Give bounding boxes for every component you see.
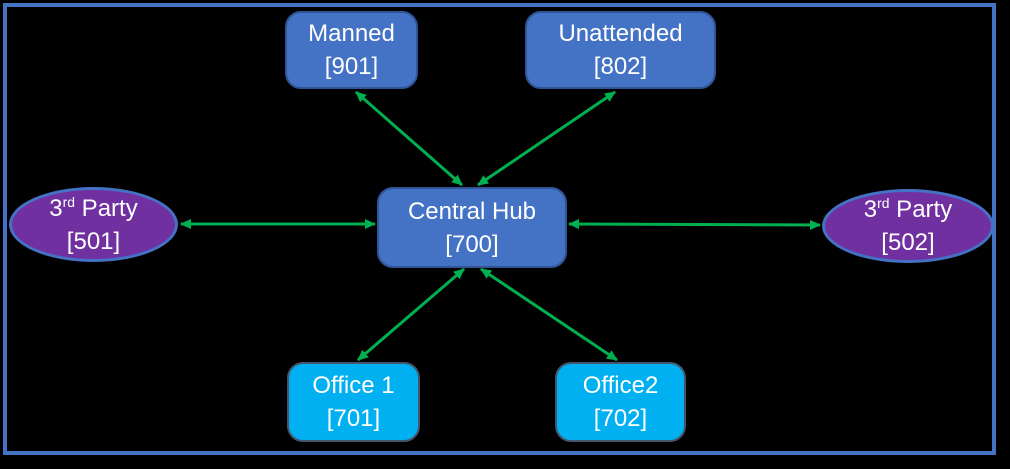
node-code: [501]: [66, 227, 121, 255]
node-code: [901]: [324, 53, 379, 80]
node-code: [700]: [445, 230, 499, 258]
node-code: [802]: [593, 53, 648, 80]
node-office1: Office 1 [701]: [287, 362, 420, 442]
node-label: Office2: [582, 372, 659, 399]
connector-hub-unattended: [477, 90, 616, 187]
node-code: [701]: [326, 405, 381, 432]
node-3rd-party-501: 3rd Party [501]: [9, 187, 178, 262]
node-label: Unattended: [558, 20, 683, 47]
node-label: Central Hub: [407, 197, 537, 225]
ordinal-superscript: rd: [877, 195, 890, 211]
node-unattended: Unattended [802]: [525, 11, 716, 89]
connector-hub-party502: [568, 219, 821, 230]
connector-hub-office2: [480, 267, 618, 362]
node-manned: Manned [901]: [285, 11, 418, 89]
node-code: [502]: [881, 229, 935, 256]
connector-hub-office1: [357, 267, 465, 362]
node-label: 3rd Party: [49, 193, 138, 222]
node-3rd-party-502: 3rd Party [502]: [822, 189, 994, 263]
ordinal-superscript: rd: [62, 193, 76, 210]
connector-hub-manned: [355, 90, 463, 187]
node-code: [702]: [593, 405, 648, 432]
node-office2: Office2 [702]: [555, 362, 686, 442]
diagram-frame: [3, 3, 996, 455]
node-label: 3rd Party: [863, 195, 953, 223]
node-label: Manned: [308, 20, 395, 47]
node-label: Office 1: [312, 372, 395, 399]
node-central-hub: Central Hub [700]: [377, 187, 567, 268]
